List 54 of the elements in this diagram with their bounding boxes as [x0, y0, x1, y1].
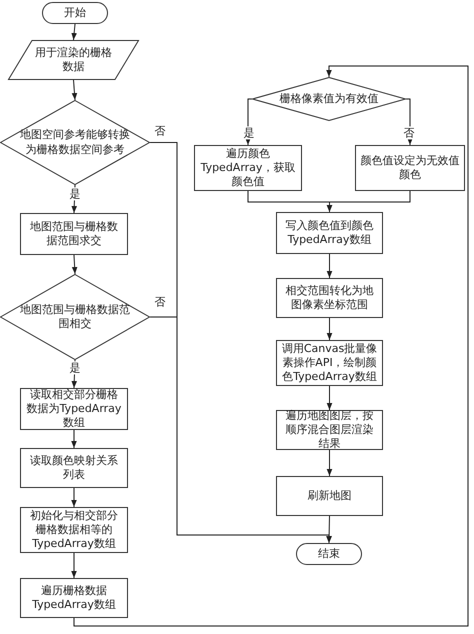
- node-text: 地图空间参考能够转换为栅格数据空间参考: [19, 128, 131, 157]
- decision-diamond: [0, 100, 150, 185]
- arrow: [72, 80, 78, 100]
- process-box: [20, 578, 128, 618]
- terminator-box: [42, 2, 108, 24]
- node-text: 写入颜色值到颜色TypedArray数组: [284, 218, 374, 248]
- arrow: [326, 386, 332, 410]
- terminator-box: [296, 543, 362, 565]
- arrow: [72, 254, 78, 274]
- arrow: [71, 24, 77, 40]
- edge-label: 是: [242, 126, 256, 140]
- node-text: 遍历栅格数据TypedArray数组: [31, 584, 117, 612]
- process-box: [20, 213, 128, 255]
- decision-diamond: [0, 274, 150, 360]
- arrow: [326, 450, 332, 476]
- arrow: [326, 190, 410, 212]
- node-text: 刷新地图: [308, 488, 352, 504]
- process-box: [20, 448, 128, 488]
- process-box: [276, 278, 383, 318]
- edge-label: 否: [154, 295, 166, 309]
- node-text: 结束: [318, 546, 340, 562]
- arrow: [326, 254, 332, 278]
- process-box: [276, 410, 383, 450]
- node-text: 用于渲染的栅格数据: [34, 46, 113, 74]
- arrow: [71, 552, 77, 578]
- edge-label: 是: [68, 187, 82, 201]
- node-text: 遍历颜色TypedArray，获取颜色值: [200, 146, 296, 190]
- edge-label: 否: [402, 126, 416, 140]
- node-text: 调用Canvas批量像素操作API，绘制颜色TypedArray数组: [281, 342, 378, 384]
- arrow: [74, 66, 468, 626]
- node-text: 读取相交部分栅格数据为TypedArray数组: [26, 388, 122, 430]
- node-text: 地图范围与栅格数据范围相交: [19, 302, 131, 332]
- node-text: 地图范围与栅格数据范围求交: [29, 220, 119, 248]
- process-box: [20, 507, 128, 553]
- node-text: 遍历地图图层，按顺序混合图层渲染结果: [284, 408, 374, 452]
- arrow: [71, 488, 77, 508]
- node-text: 颜色值设定为无效值颜色: [360, 154, 460, 182]
- process-box: [194, 145, 302, 191]
- node-text: 开始: [64, 6, 86, 20]
- arrow: [326, 516, 332, 544]
- node-text: 初始化与相交部分栅格数据相等的TypedArray数组: [29, 508, 119, 552]
- arrow: [326, 318, 332, 340]
- edge-label: 是: [68, 361, 82, 375]
- node-text: 栅格像素值为有效值: [280, 92, 378, 106]
- data-parallelogram: [8, 40, 139, 80]
- process-box: [355, 145, 465, 191]
- process-box: [276, 476, 383, 516]
- arrow: [71, 430, 77, 448]
- process-box: [276, 212, 383, 254]
- node-text: 相交范围转化为地图像素坐标范围: [284, 284, 374, 312]
- decision-diamond: [252, 77, 406, 121]
- node-text: 读取颜色映射关系列表: [29, 454, 119, 482]
- arrow: [406, 98, 413, 146]
- edge-label: 否: [154, 124, 166, 138]
